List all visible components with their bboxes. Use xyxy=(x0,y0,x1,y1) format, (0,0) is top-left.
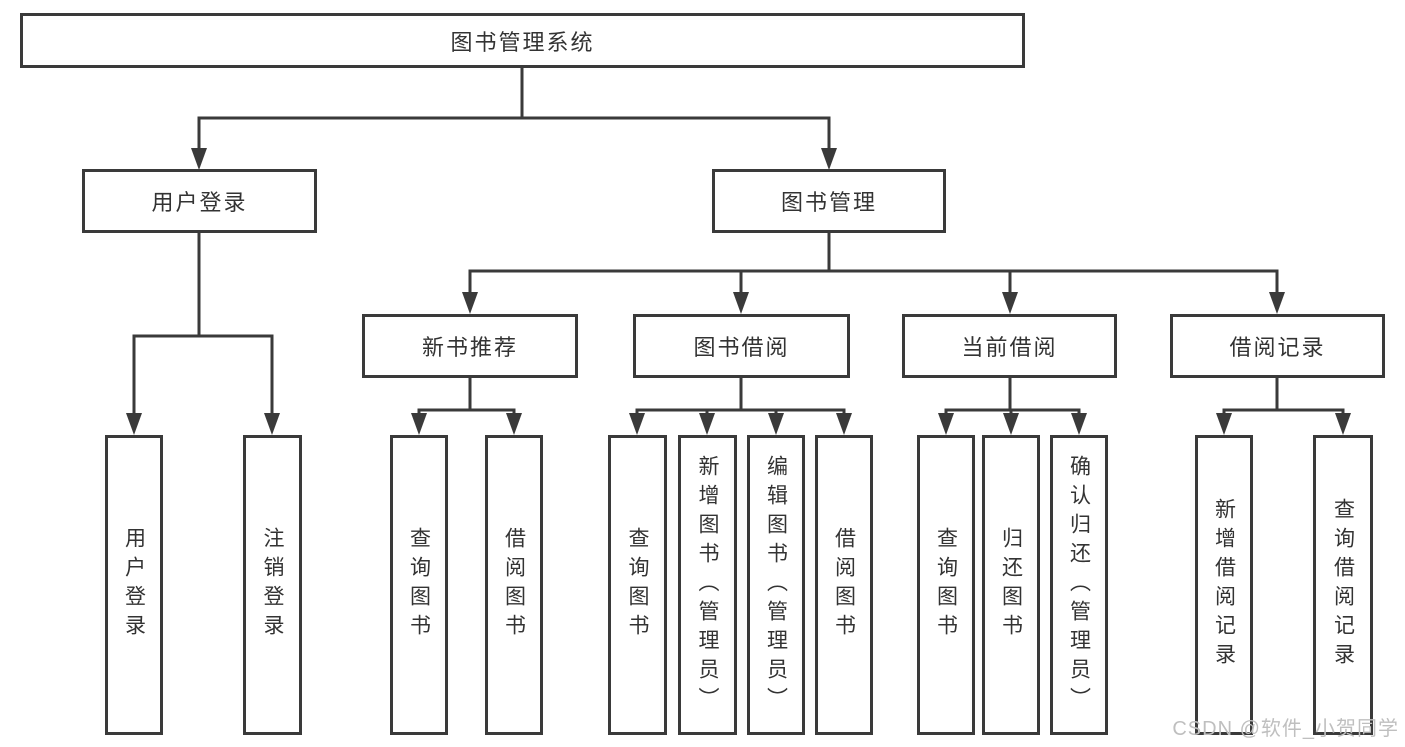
node-cb-query-books: 查询图书 xyxy=(917,435,975,735)
node-bb-borrow-books-label: 借阅图书 xyxy=(832,527,856,643)
csdn-watermark: CSDN @软件_小贺同学 xyxy=(1172,718,1399,740)
node-bb-add-books: 新增图书（管理员） xyxy=(678,435,737,735)
node-nb-borrow-books: 借阅图书 xyxy=(485,435,543,735)
node-book-management: 图书管理 xyxy=(712,169,946,233)
node-root-label: 图书管理系统 xyxy=(450,29,595,55)
node-br-query-record: 查询借阅记录 xyxy=(1313,435,1373,735)
node-user-login-leaf-label: 用户登录 xyxy=(122,527,146,643)
node-cb-confirm-return: 确认归还（管理员） xyxy=(1050,435,1108,735)
node-nb-query-books: 查询图书 xyxy=(390,435,448,735)
node-current-borrow-label: 当前借阅 xyxy=(961,335,1058,360)
node-user-login-leaf: 用户登录 xyxy=(105,435,163,735)
node-logout: 注销登录 xyxy=(243,435,302,735)
node-user-login-label: 用户登录 xyxy=(151,190,248,215)
node-book-management-label: 图书管理 xyxy=(780,190,877,215)
node-root: 图书管理系统 xyxy=(20,13,1025,68)
node-bb-query-books: 查询图书 xyxy=(608,435,667,735)
node-new-book-recommend: 新书推荐 xyxy=(362,314,578,378)
node-nb-borrow-books-label: 借阅图书 xyxy=(502,527,526,643)
node-bb-add-books-label: 新增图书（管理员） xyxy=(696,454,719,716)
node-new-book-recommend-label: 新书推荐 xyxy=(421,335,518,360)
node-br-query-record-label: 查询借阅记录 xyxy=(1331,498,1355,672)
node-bb-borrow-books: 借阅图书 xyxy=(815,435,873,735)
node-nb-query-books-label: 查询图书 xyxy=(407,527,431,643)
node-cb-return-books-label: 归还图书 xyxy=(999,527,1023,643)
node-cb-confirm-return-label: 确认归还（管理员） xyxy=(1067,454,1091,716)
node-book-borrow: 图书借阅 xyxy=(633,314,850,378)
node-user-login: 用户登录 xyxy=(82,169,317,233)
node-br-add-record: 新增借阅记录 xyxy=(1195,435,1253,735)
node-bb-edit-books: 编辑图书（管理员） xyxy=(747,435,805,735)
node-bb-query-books-label: 查询图书 xyxy=(626,527,649,643)
node-logout-label: 注销登录 xyxy=(261,527,284,643)
node-cb-return-books: 归还图书 xyxy=(982,435,1040,735)
node-bb-edit-books-label: 编辑图书（管理员） xyxy=(764,454,788,716)
node-current-borrow: 当前借阅 xyxy=(902,314,1117,378)
node-borrow-record: 借阅记录 xyxy=(1170,314,1385,378)
node-br-add-record-label: 新增借阅记录 xyxy=(1212,498,1236,672)
node-borrow-record-label: 借阅记录 xyxy=(1229,335,1326,360)
node-cb-query-books-label: 查询图书 xyxy=(934,527,958,643)
node-book-borrow-label: 图书借阅 xyxy=(693,335,790,360)
